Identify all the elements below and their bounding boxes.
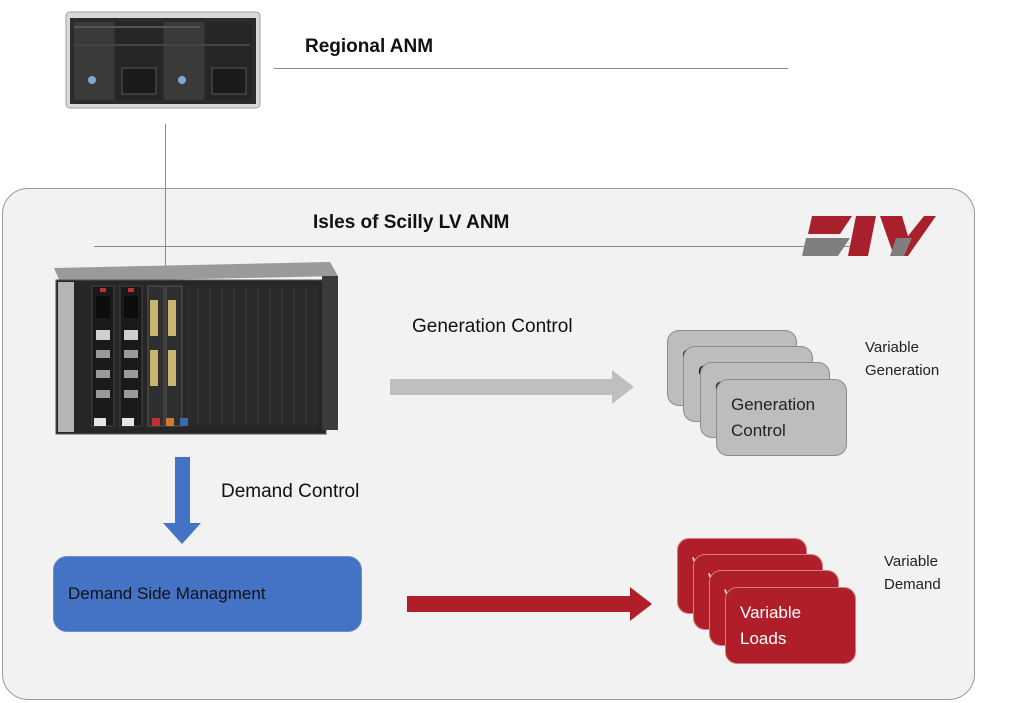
variable-loads-card: Variable Loads: [725, 587, 856, 664]
demand-side-management-box: Demand Side Managment: [53, 556, 362, 632]
isles-title-underline: [94, 246, 852, 247]
generation-card-line1: Generation: [731, 395, 816, 414]
variable-demand-label: Variable Demand: [884, 553, 941, 593]
generation-control-label: Generation Control: [412, 316, 573, 337]
generation-control-card: Generation Control: [716, 379, 847, 456]
demand-control-label: Demand Control: [221, 481, 360, 502]
regional-anm-title: Regional ANM: [305, 36, 434, 57]
variable-generation-label: Variable Generation: [865, 339, 940, 379]
loads-card-line2: Loads: [740, 629, 787, 648]
loads-card-line1: Variable: [740, 603, 802, 622]
regional-connector-line: [165, 124, 166, 266]
generation-card-line2: Control: [731, 421, 786, 440]
isles-anm-title: Isles of Scilly LV ANM: [313, 212, 510, 233]
regional-title-underline: [274, 68, 788, 69]
